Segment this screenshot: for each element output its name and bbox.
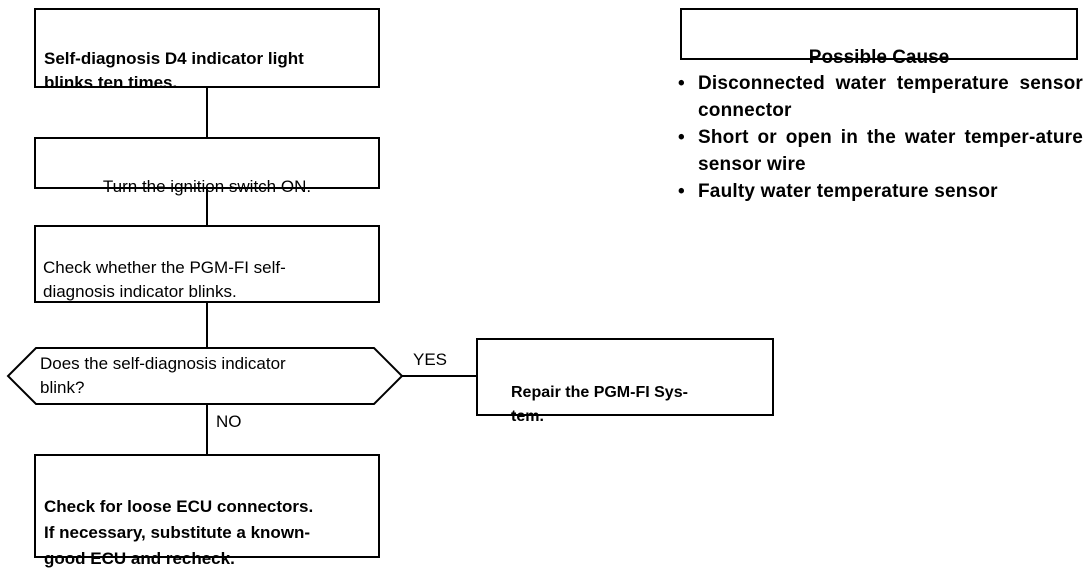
bullet-icon: •	[678, 181, 685, 202]
possible-cause-title-box: Possible Cause	[680, 8, 1078, 68]
cause-item: • Short or open in the water temper-atur…	[678, 124, 1083, 178]
bullet-icon: •	[678, 73, 685, 94]
decision-text: Does the self-diagnosis indicator blink?	[40, 354, 286, 397]
repair-text: Repair the PGM-FI Sys- tem.	[511, 384, 688, 425]
connector-step2-decision	[206, 303, 208, 348]
ecu-check-text: Check for loose ECU connectors. If neces…	[44, 497, 314, 568]
start-box: Self-diagnosis D4 indicator light blinks…	[34, 8, 380, 92]
cause-text: Faulty water temperature sensor	[698, 181, 998, 202]
no-label: NO	[216, 412, 242, 431]
start-text: Self-diagnosis D4 indicator light blinks…	[44, 49, 304, 92]
bullet-icon: •	[678, 127, 685, 148]
cause-item: • Disconnected water temperature sensor …	[678, 70, 1083, 124]
connector-step1-step2	[206, 189, 208, 225]
ignition-step-box: Turn the ignition switch ON.	[34, 137, 380, 196]
cause-text: Disconnected water temperature sensor co…	[698, 73, 1083, 121]
cause-item: • Faulty water temperature sensor	[678, 178, 1083, 205]
ignition-step-text: Turn the ignition switch ON.	[102, 177, 312, 196]
check-blink-text: Check whether the PGM-FI self- diagnosis…	[43, 258, 286, 301]
check-blink-box: Check whether the PGM-FI self- diagnosis…	[34, 225, 380, 303]
cause-text: Short or open in the water temper-ature …	[698, 127, 1083, 175]
possible-cause-title: Possible Cause	[808, 47, 950, 68]
connector-start-step1	[206, 88, 208, 137]
repair-box: Repair the PGM-FI Sys- tem.	[476, 338, 774, 425]
yes-label: YES	[413, 350, 448, 369]
ecu-check-box: Check for loose ECU connectors. If neces…	[34, 454, 380, 568]
possible-cause-list: • Disconnected water temperature sensor …	[678, 70, 1083, 205]
